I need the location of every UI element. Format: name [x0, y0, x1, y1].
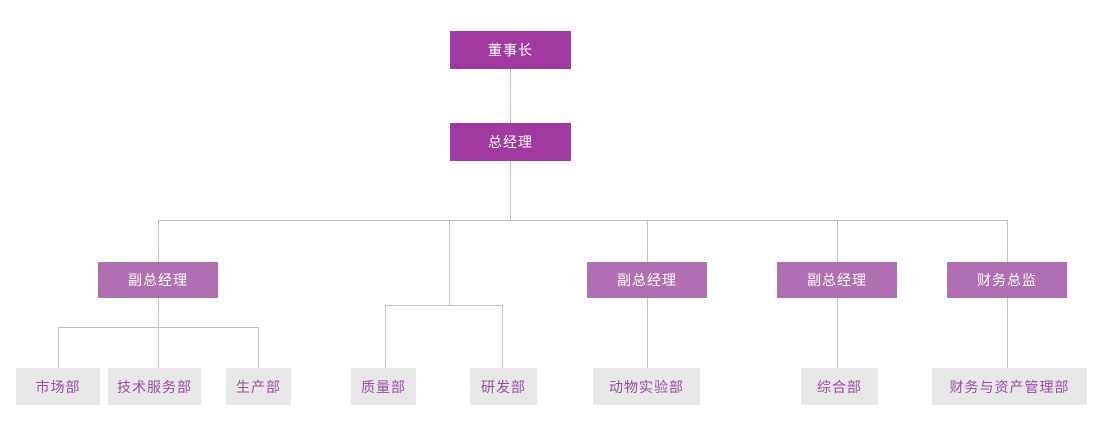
org-node-vp-left: 副总经理: [98, 262, 218, 298]
org-node-chairman: 董事长: [450, 31, 571, 69]
connector-cfo-finance-assets: [1007, 298, 1008, 368]
node-label: 动物实验部: [609, 378, 684, 395]
connector-drop-cfo: [1007, 220, 1008, 262]
connector-chairman-gm: [510, 69, 511, 123]
node-label: 质量部: [361, 378, 406, 395]
node-label: 董事长: [488, 42, 533, 58]
connector-drop-market: [58, 327, 59, 368]
node-label: 总经理: [488, 134, 533, 150]
node-label: 生产部: [236, 378, 281, 395]
connector-gm-trunk: [510, 161, 511, 220]
connector-main-rail: [158, 220, 1008, 221]
connector-drop-vp-left: [158, 220, 159, 262]
node-label: 综合部: [817, 378, 862, 395]
connector-vp-right-general: [837, 298, 838, 368]
connector-drop-quality: [385, 305, 386, 368]
node-label: 技术服务部: [117, 378, 192, 395]
connector-drop-rd: [502, 305, 503, 368]
org-node-dept-finance-assets: 财务与资产管理部: [932, 368, 1087, 405]
node-label: 副总经理: [128, 272, 188, 288]
org-node-vp-right: 副总经理: [777, 262, 897, 298]
connector-vp-mid-animal-lab: [647, 298, 648, 368]
org-node-dept-production: 生产部: [226, 368, 291, 405]
org-node-general-manager: 总经理: [450, 123, 571, 161]
connector-vp-left-stem: [158, 298, 159, 327]
connector-drop-vp-right: [837, 220, 838, 262]
org-node-dept-market: 市场部: [16, 368, 100, 405]
org-node-cfo: 财务总监: [947, 262, 1067, 298]
node-label: 市场部: [35, 378, 81, 395]
connector-drop-production: [258, 327, 259, 368]
node-label: 研发部: [481, 378, 526, 395]
org-node-dept-rd: 研发部: [470, 368, 537, 405]
node-label: 财务总监: [977, 272, 1037, 288]
org-node-vp-mid: 副总经理: [587, 262, 707, 298]
connector-drop-vp-mid: [647, 220, 648, 262]
node-label: 财务与资产管理部: [949, 378, 1070, 395]
org-node-dept-tech-service: 技术服务部: [108, 368, 201, 405]
node-label: 副总经理: [807, 272, 867, 288]
connector-quality-rd-rail: [385, 305, 503, 306]
org-node-dept-animal-lab: 动物实验部: [593, 368, 700, 405]
org-node-dept-quality: 质量部: [351, 368, 416, 405]
org-node-dept-general: 综合部: [801, 368, 878, 405]
connector-drop-tech-service: [158, 327, 159, 368]
connector-drop-quality-rd: [449, 220, 450, 305]
node-label: 副总经理: [617, 272, 677, 288]
